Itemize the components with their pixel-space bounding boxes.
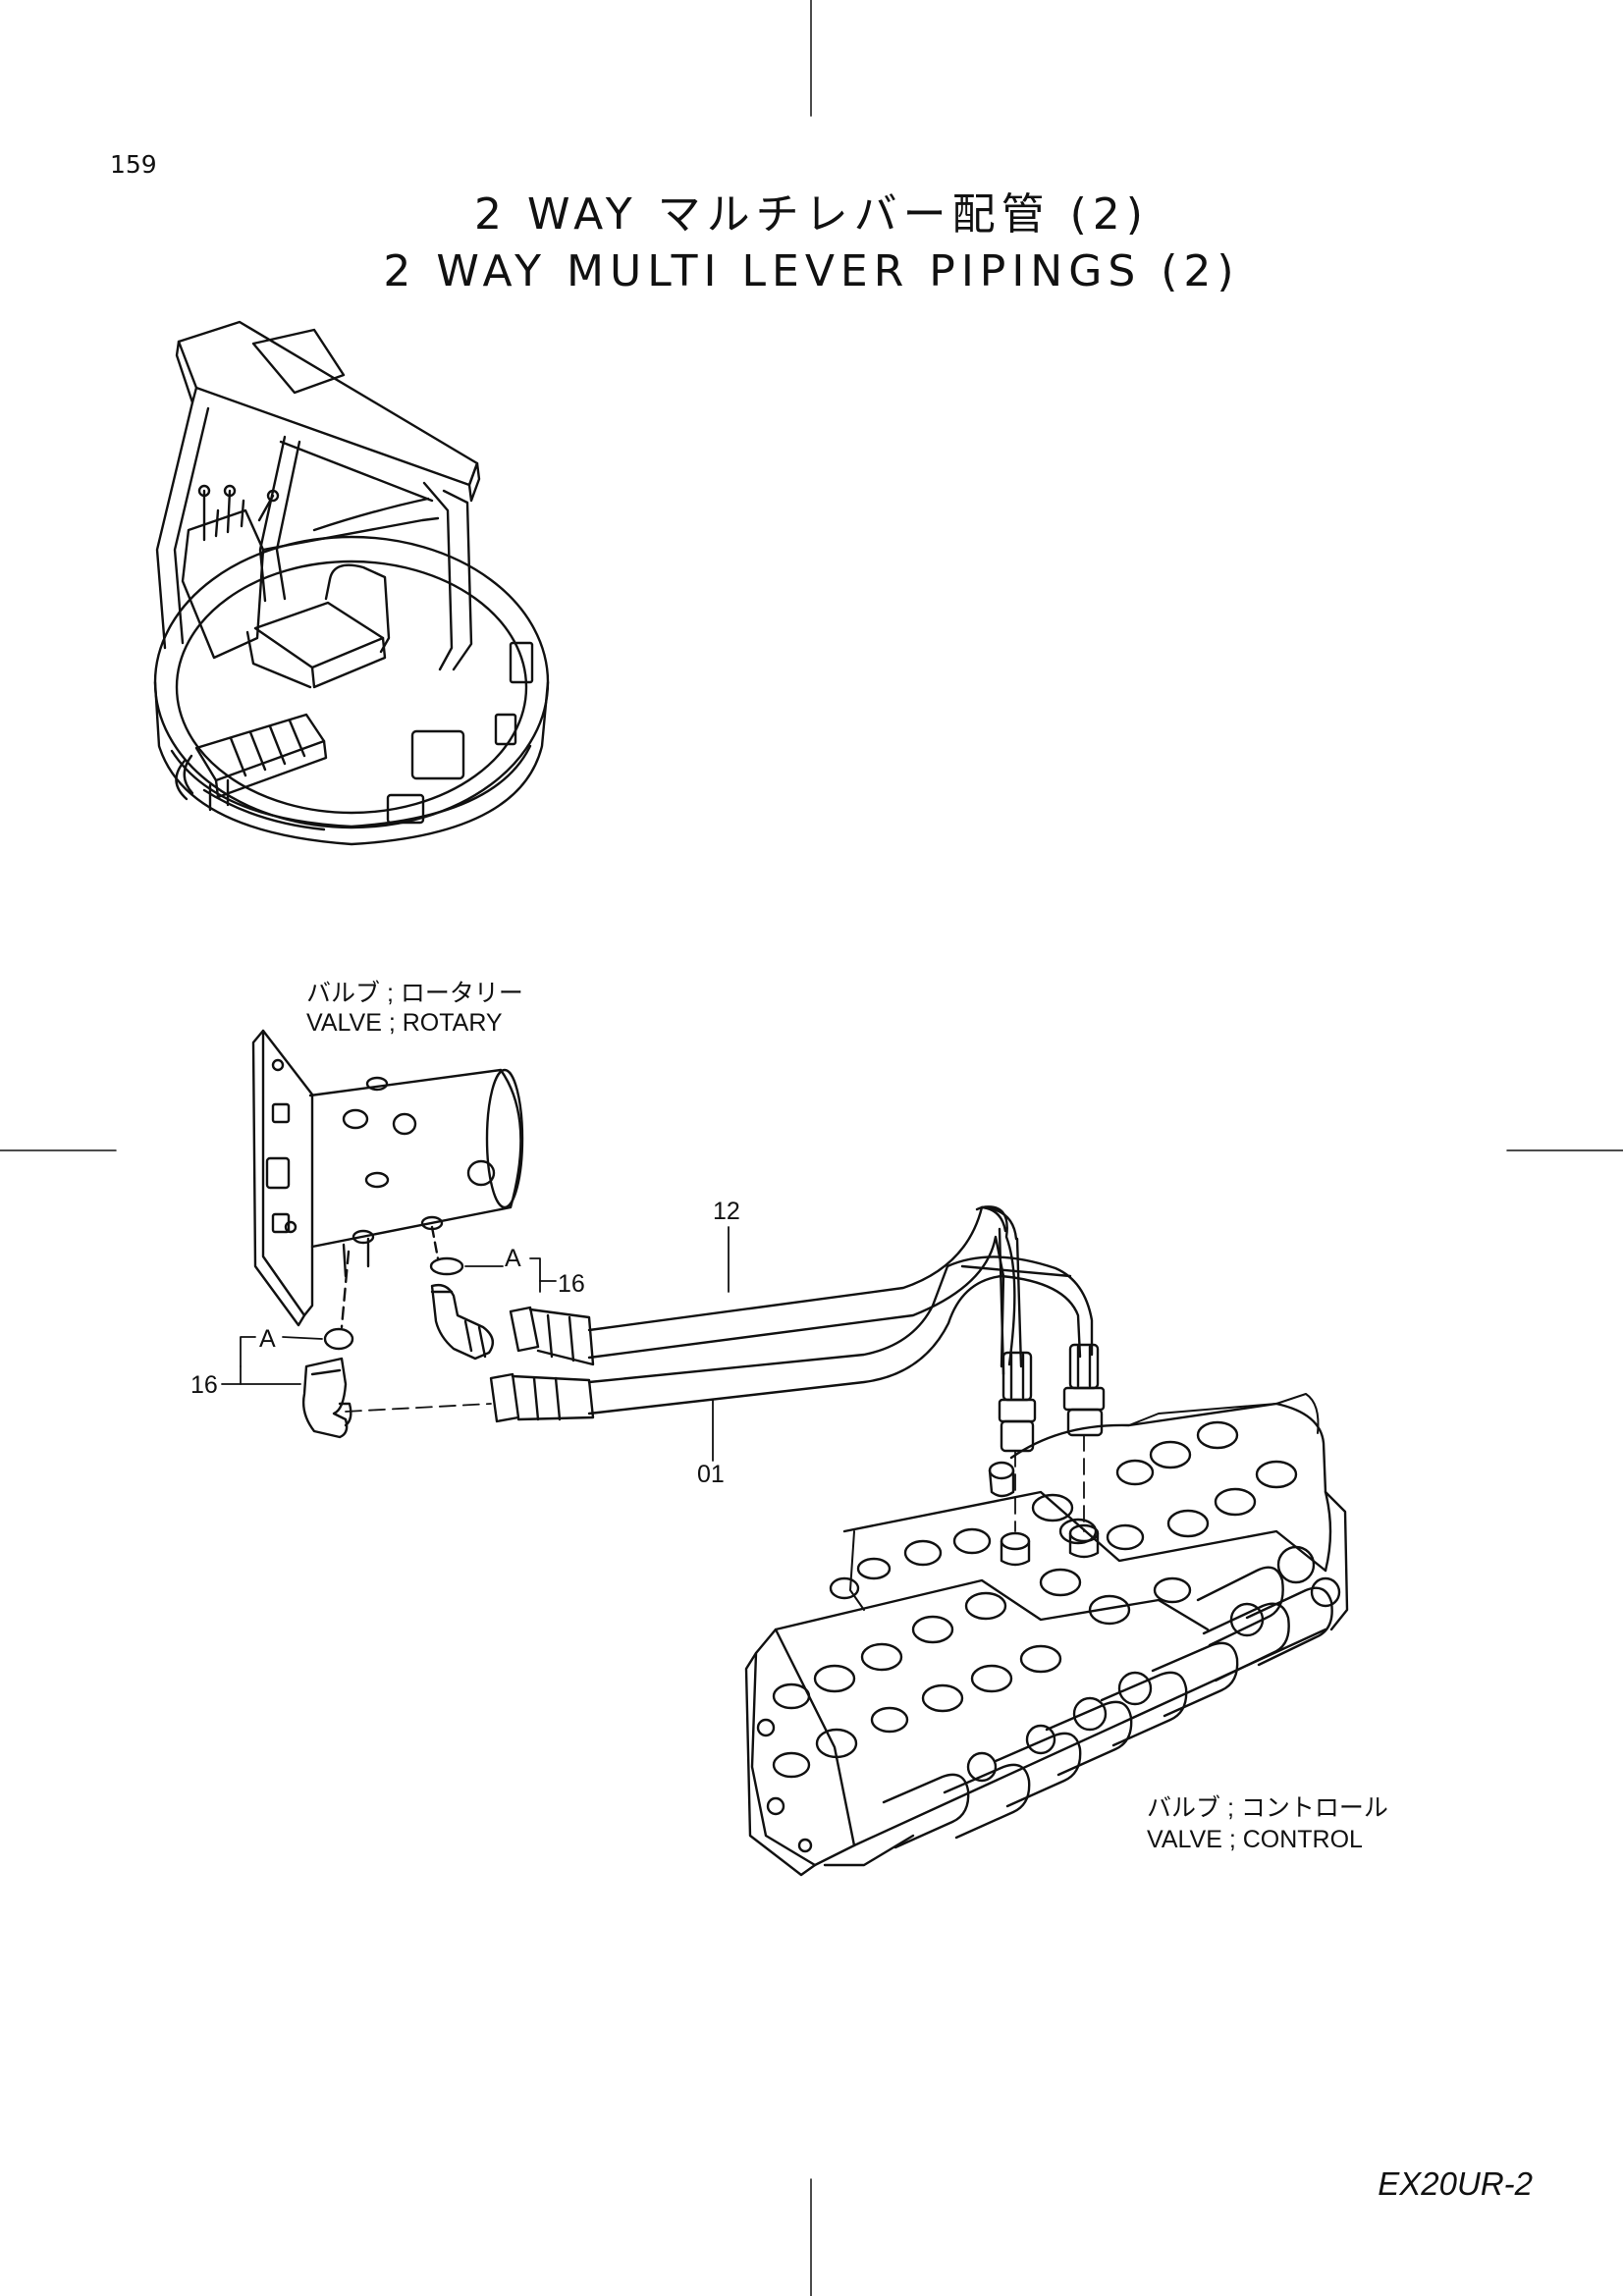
page-title-japanese: 2 WAY マルチレバー配管 (2): [474, 189, 1149, 240]
o-ring-upper: [431, 1227, 462, 1274]
control-valve: [746, 1404, 1347, 1875]
reference-a-lower: A: [259, 1325, 276, 1353]
hose-12: [589, 1206, 1021, 1374]
rotary-valve: [253, 1031, 522, 1325]
part-number-16-lower: 16: [190, 1371, 218, 1399]
leader-lines: [222, 1227, 729, 1461]
part-number-16-upper: 16: [558, 1270, 585, 1298]
hose-end-fitting-12-rotary: [511, 1308, 593, 1364]
elbow-fitting-lower: [303, 1359, 351, 1437]
page-title-english: 2 WAY MULTI LEVER PIPINGS (2): [383, 246, 1240, 296]
part-number-01: 01: [697, 1461, 725, 1488]
rotary-valve-label-jp: バルブ ; ロータリー: [306, 980, 523, 1007]
o-ring-lower: [325, 1252, 352, 1349]
hose-end-fitting-01-control: [1064, 1345, 1104, 1435]
control-valve-label-jp: バルブ ; コントロール: [1147, 1794, 1388, 1822]
model-code: EX20UR-2: [1378, 2165, 1533, 2202]
elbow-fitting-upper: [432, 1285, 493, 1359]
part-number-12: 12: [713, 1198, 740, 1225]
hose-end-fitting-01-rotary: [491, 1374, 593, 1421]
reference-a-upper: A: [505, 1245, 521, 1272]
control-valve-outline: [850, 1394, 1319, 1610]
connection-dashes: [346, 1404, 1084, 1531]
hose-end-fitting-12-control: [1000, 1353, 1035, 1451]
rotary-valve-label-en: VALVE ; ROTARY: [306, 1009, 503, 1037]
page-number: 159: [110, 150, 157, 179]
machine-overview-illustration: [155, 322, 548, 844]
control-valve-label-en: VALVE ; CONTROL: [1147, 1826, 1363, 1853]
hose-01: [589, 1256, 1092, 1414]
